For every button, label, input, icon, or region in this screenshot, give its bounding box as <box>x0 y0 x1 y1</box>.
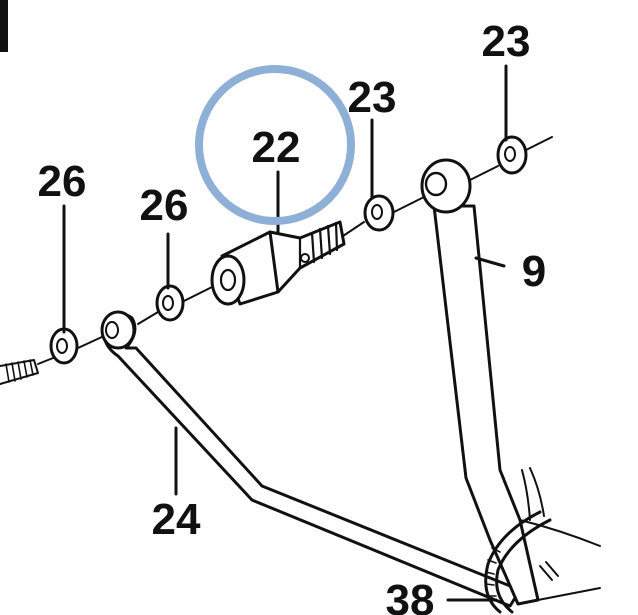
callout-24: 24 <box>152 495 201 544</box>
cable-tie-part-38 <box>484 467 552 614</box>
washer-26-mid <box>155 284 185 322</box>
sleeve-part-22 <box>210 220 346 306</box>
callout-23-mid: 23 <box>348 73 397 122</box>
frame-corner-mark <box>0 0 8 52</box>
washer-26-left <box>49 327 79 365</box>
arm-part-9 <box>420 158 601 606</box>
callout-23-top: 23 <box>482 17 531 66</box>
shaft-rod <box>37 136 553 365</box>
leader-lines <box>62 64 508 602</box>
threaded-shaft-end <box>0 359 39 385</box>
callout-38: 38 <box>386 576 435 615</box>
highlight-ring <box>195 65 355 225</box>
callout-26-mid: 26 <box>140 181 189 230</box>
callout-22: 22 <box>252 123 301 172</box>
callout-9: 9 <box>522 247 546 296</box>
arm-part-24 <box>100 310 522 608</box>
washer-23-top <box>496 135 528 175</box>
callout-26-left: 26 <box>38 157 87 206</box>
washer-23-mid <box>363 194 395 232</box>
